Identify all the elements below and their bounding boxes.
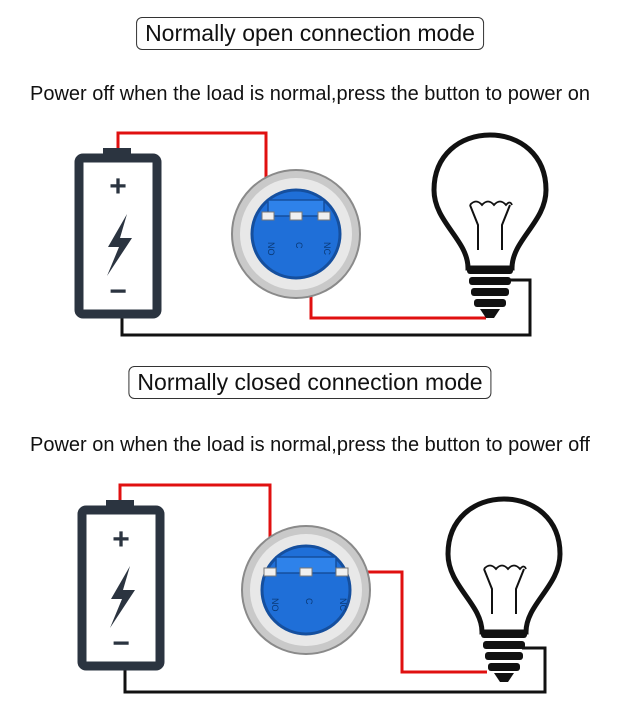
battery-plus: + [109,170,127,203]
normally-open-title: Normally open connection mode [136,17,484,50]
black-wire-battery-to-bulb [123,646,547,694]
battery-plus: + [112,523,130,556]
normally-closed-title: Normally closed connection mode [128,366,492,399]
battery-minus: − [109,275,127,308]
push-button-switch-icon: NO C NC [231,169,361,299]
red-wire-battery-to-switch [118,483,272,572]
normally-open-caption: Power off when the load is normal,press … [30,83,590,105]
battery-icon: + − [77,500,165,671]
black-wire-battery-to-bulb [120,278,532,337]
light-bulb-icon [445,496,563,682]
terminal-c-label: C [304,598,314,605]
lightning-icon [107,214,132,276]
red-wire-switch-to-bulb [346,570,487,674]
lightning-icon [110,566,135,628]
red-wire-battery-to-switch [116,131,268,215]
terminal-no-label: NO [266,242,276,256]
terminal-c-label: C [294,242,304,249]
terminal-no-label: NO [270,598,280,612]
battery-icon: + − [74,148,162,319]
normally-open-diagram: + − NO C NC [74,131,549,337]
terminal-nc-label: NC [322,242,332,255]
push-button-switch-icon: NO C NC [241,525,371,655]
terminal-nc-label: NC [338,598,348,611]
light-bulb-icon [431,132,549,318]
battery-minus: − [112,627,130,660]
normally-closed-caption: Power on when the load is normal,press t… [30,434,590,456]
